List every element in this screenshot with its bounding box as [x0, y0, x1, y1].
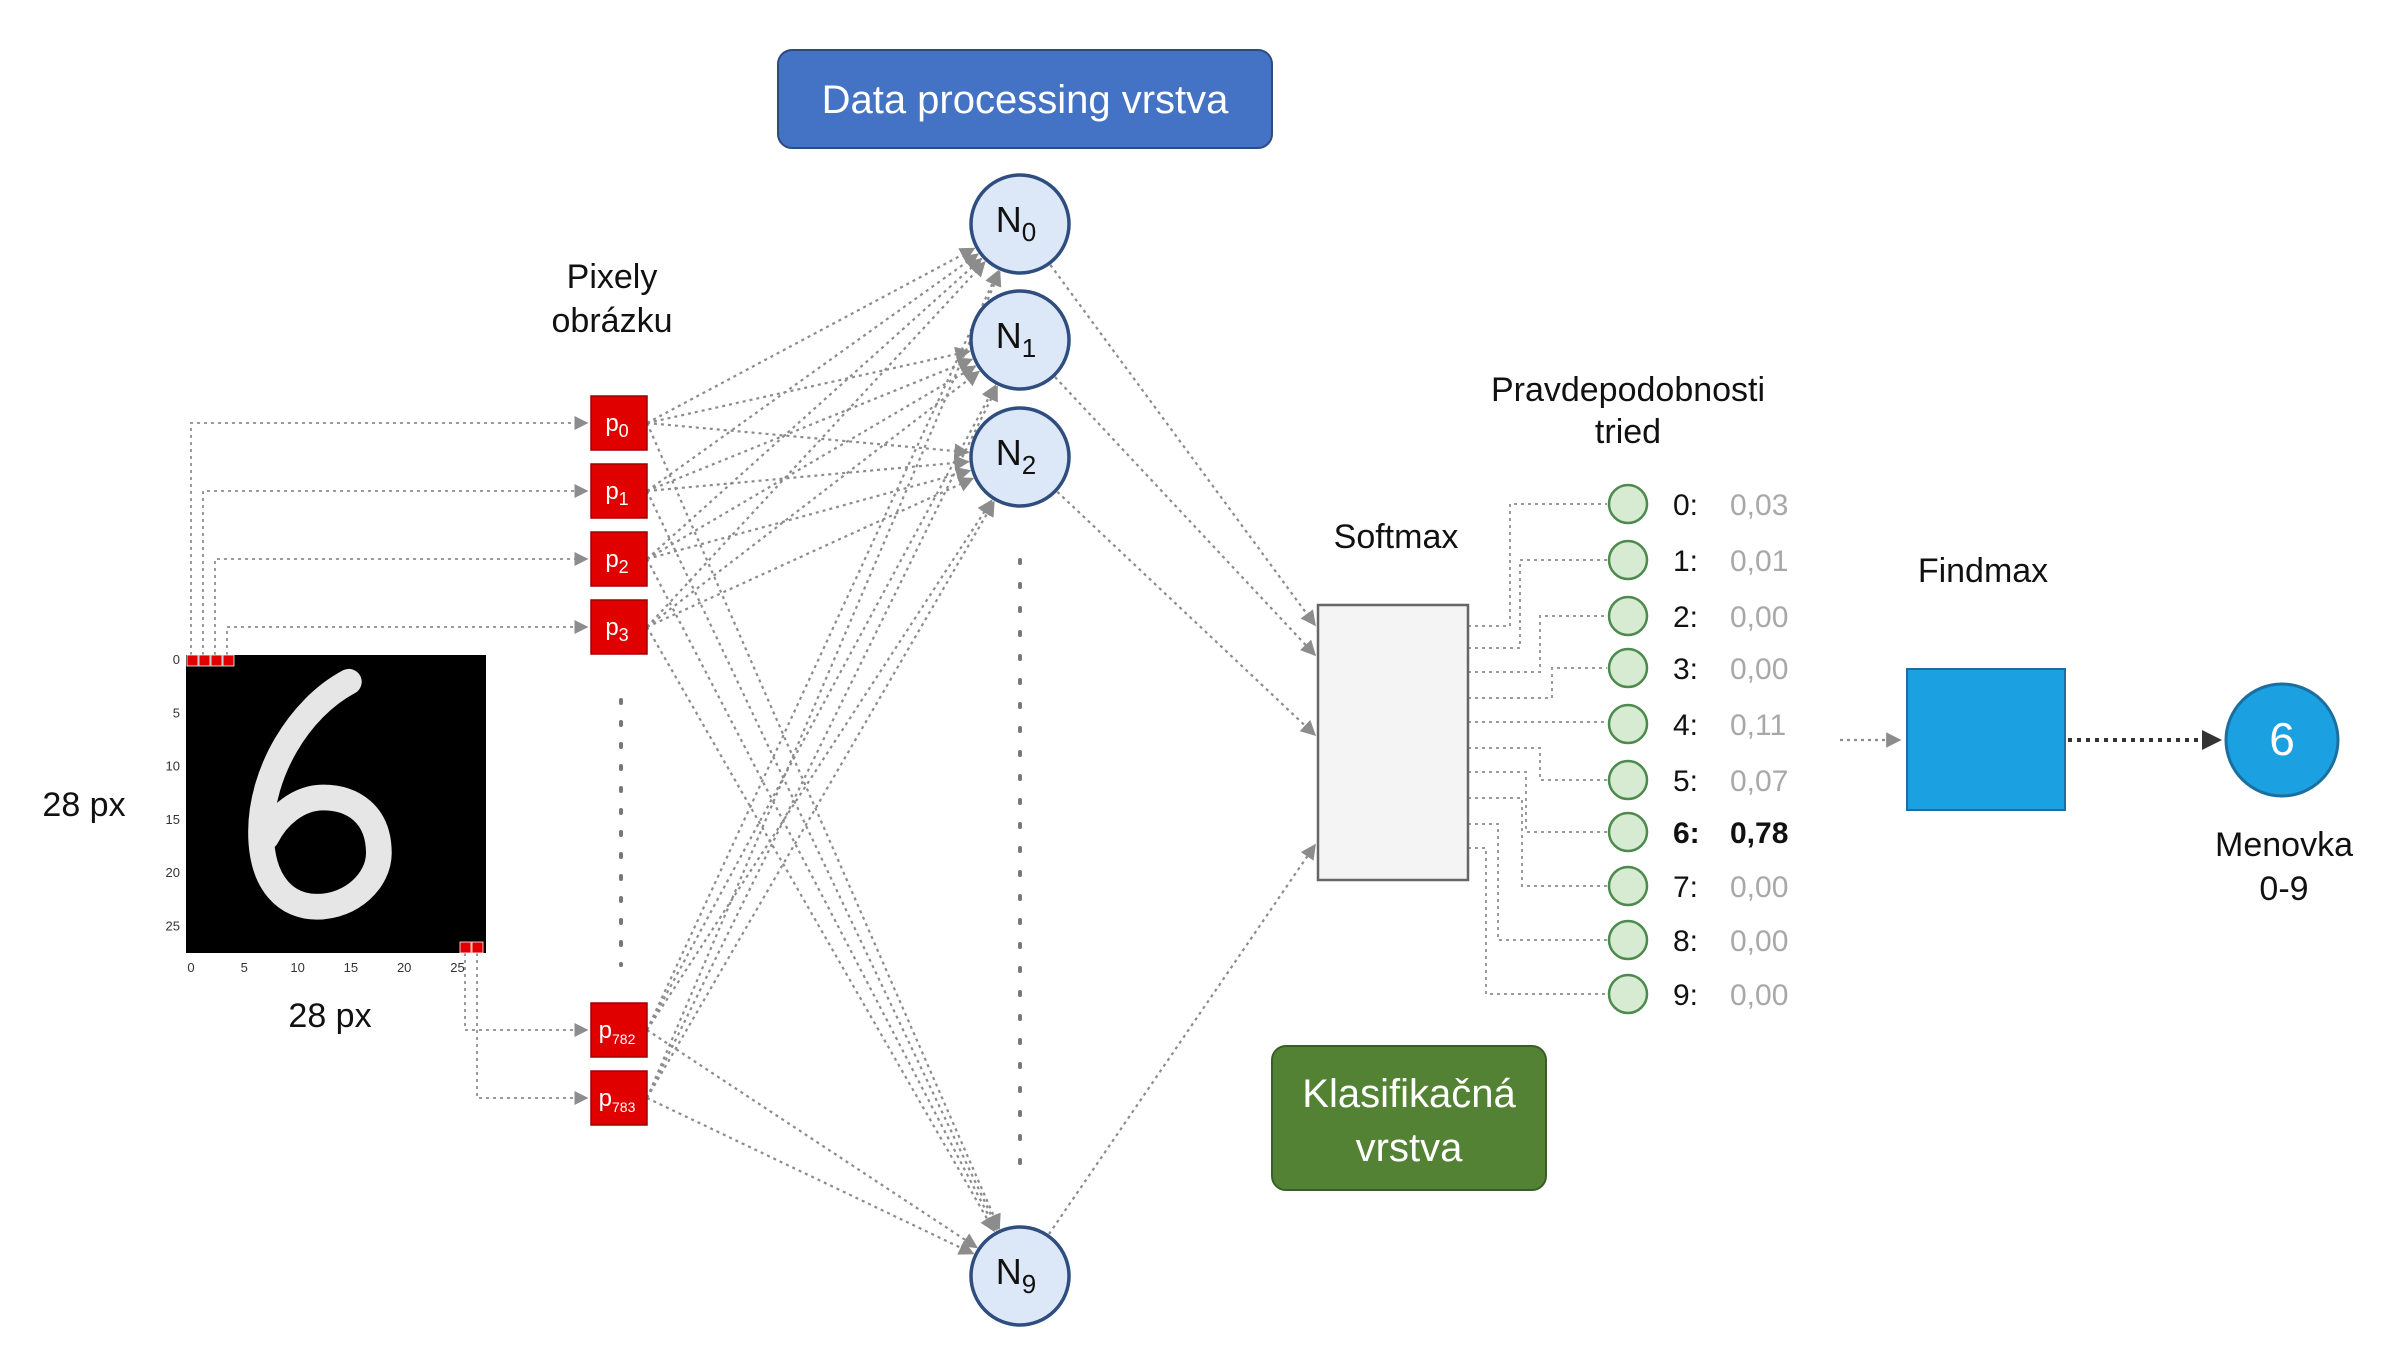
class-label: 5:	[1673, 765, 1698, 798]
class-label: 1:	[1673, 545, 1698, 578]
classification-layer-label-line2: vrstva	[1356, 1126, 1463, 1170]
class-label: 0:	[1673, 489, 1698, 522]
class-probability: 0,00	[1730, 653, 1788, 686]
class-probability: 0,07	[1730, 765, 1788, 798]
pixels-label-line1: Pixely	[567, 258, 658, 296]
class-label: 6:	[1673, 817, 1700, 850]
pixel-label: p3	[605, 614, 628, 645]
class-probability: 0,00	[1730, 871, 1788, 904]
image-x-tick: 5	[241, 960, 248, 975]
neuron-label: N0	[996, 199, 1036, 247]
image-y-tick: 10	[166, 759, 180, 774]
class-probability: 0,00	[1730, 925, 1788, 958]
class-label: 8:	[1673, 925, 1698, 958]
findmax-box	[1906, 668, 2066, 811]
image-y-tick: 0	[173, 652, 180, 667]
class-probability: 0,03	[1730, 489, 1788, 522]
image-x-tick: 10	[290, 960, 304, 975]
image-x-tick: 20	[397, 960, 411, 975]
class-label: 3:	[1673, 653, 1698, 686]
connection-lines	[190, 247, 1621, 1255]
data-processing-layer-box: Data processing vrstva	[777, 49, 1273, 149]
image-x-tick: 25	[450, 960, 464, 975]
class-probability: 0,00	[1730, 979, 1788, 1012]
softmax-box	[1316, 603, 1470, 882]
image-x-tick: 15	[344, 960, 358, 975]
output-label-line1: Menovka	[2215, 826, 2353, 864]
digit-six-glyph	[248, 668, 392, 920]
class-node: 6: 0,78	[1607, 811, 1788, 853]
class-label: 4:	[1673, 709, 1698, 742]
class-probability-nodes: 0: 0,03 1: 0,01 2: 0,00 3: 0,00 4: 0,11 5: 0,07 6: 0,…	[1607, 483, 1788, 1015]
pixel-label: p782	[599, 1017, 636, 1047]
neuron-label: N2	[996, 432, 1036, 480]
neuron-node: N1	[969, 289, 1071, 391]
pixel-box: p0	[590, 395, 648, 451]
pixel-box: p2	[590, 531, 648, 587]
pixel-box: p3	[590, 599, 648, 655]
class-node: 2: 0,00	[1607, 595, 1788, 637]
image-y-tick: 15	[166, 812, 180, 827]
class-probability: 0,01	[1730, 545, 1788, 578]
mnist-digit-image: 0 5 10 15 20 25 0 5 10 15 20 25	[166, 652, 486, 975]
pixel-label: p1	[605, 478, 628, 509]
pixel-box: p782	[590, 1002, 648, 1058]
class-node: 0: 0,03	[1607, 483, 1788, 525]
probabilities-label-line2: tried	[1595, 413, 1661, 451]
class-node: 3: 0,00	[1607, 647, 1788, 689]
pixel-label: p0	[605, 410, 628, 441]
neuron-node: N9	[969, 1225, 1071, 1327]
findmax-label: Findmax	[1918, 552, 2048, 590]
class-probability: 0,78	[1730, 817, 1788, 850]
class-node: 9: 0,00	[1607, 973, 1788, 1015]
image-y-tick: 25	[166, 919, 180, 934]
class-node: 4: 0,11	[1607, 703, 1786, 745]
image-axis-ticks: 0 5 10 15 20 25 0 5 10 15 20 25	[166, 652, 465, 975]
class-node: 1: 0,01	[1607, 539, 1788, 581]
image-y-tick: 5	[173, 705, 180, 720]
pixel-inputs: p0 p1 p2 p3 p782 p783	[590, 395, 648, 1126]
classification-layer-box: Klasifikačná vrstva	[1271, 1045, 1547, 1191]
class-probability: 0,00	[1730, 601, 1788, 634]
class-probability: 0,11	[1730, 709, 1786, 742]
pixels-label-line2: obrázku	[552, 302, 673, 340]
class-label: 2:	[1673, 601, 1698, 634]
pixel-box: p783	[590, 1070, 648, 1126]
class-node: 7: 0,00	[1607, 865, 1788, 907]
image-width-label: 28 px	[288, 997, 371, 1035]
classification-layer-label-line1: Klasifikačná	[1302, 1072, 1516, 1116]
image-y-tick: 20	[166, 865, 180, 880]
class-label: 7:	[1673, 871, 1698, 904]
result-value: 6	[2269, 713, 2295, 765]
neuron-node: N2	[969, 406, 1071, 508]
result-node	[2224, 682, 2340, 798]
probabilities-label-line1: Pravdepodobnosti	[1491, 371, 1765, 409]
neuron-label: N1	[996, 315, 1036, 363]
class-label: 9:	[1673, 979, 1698, 1012]
neuron-node: N0	[969, 173, 1071, 275]
data-processing-layer-label: Data processing vrstva	[822, 78, 1230, 122]
class-node: 8: 0,00	[1607, 919, 1788, 961]
pixel-label: p783	[599, 1085, 636, 1115]
pixel-label: p2	[605, 546, 628, 577]
class-node: 5: 0,07	[1607, 759, 1788, 801]
digit-stroke	[248, 668, 392, 920]
neuron-label: N9	[996, 1251, 1036, 1299]
softmax-label: Softmax	[1334, 518, 1459, 556]
pixel-box: p1	[590, 463, 648, 519]
image-x-tick: 0	[187, 960, 194, 975]
output-label-line2: 0-9	[2259, 870, 2308, 908]
image-height-label: 28 px	[42, 786, 125, 824]
